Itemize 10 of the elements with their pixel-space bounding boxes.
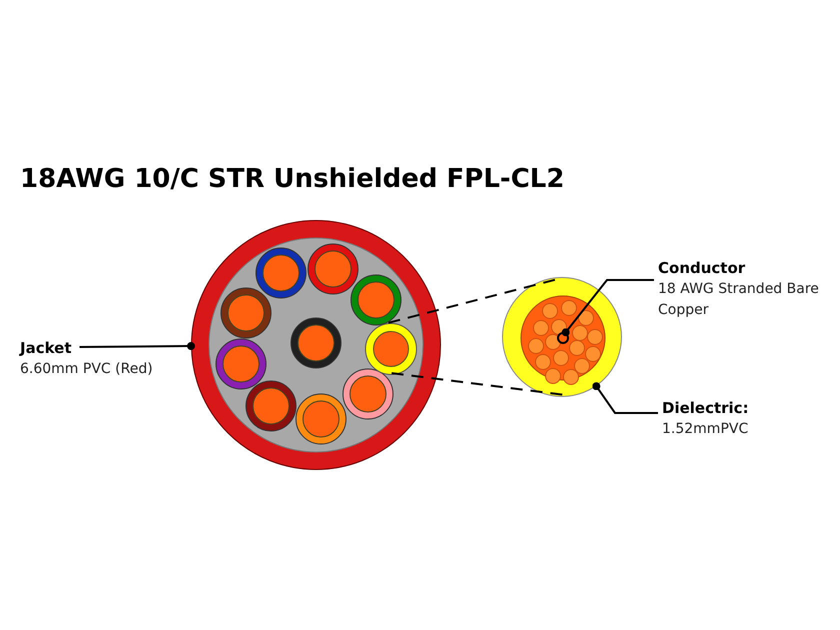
- callout-text: 6.60mm PVC (Red): [20, 361, 153, 377]
- leader-line: [562, 279, 654, 336]
- callout-text: 18 AWG Stranded Bare Copper: [658, 281, 819, 318]
- callout-heading: Dielectric:: [662, 399, 749, 417]
- callout-heading: Conductor: [658, 259, 746, 277]
- title: 18AWG 10/C STR Unshielded FPL-CL2: [20, 163, 564, 196]
- callout-text: 1.52mmPVC: [662, 421, 748, 437]
- callout-heading: Jacket: [20, 339, 72, 357]
- leader-line: [592, 382, 658, 414]
- leader-line: [80, 342, 195, 350]
